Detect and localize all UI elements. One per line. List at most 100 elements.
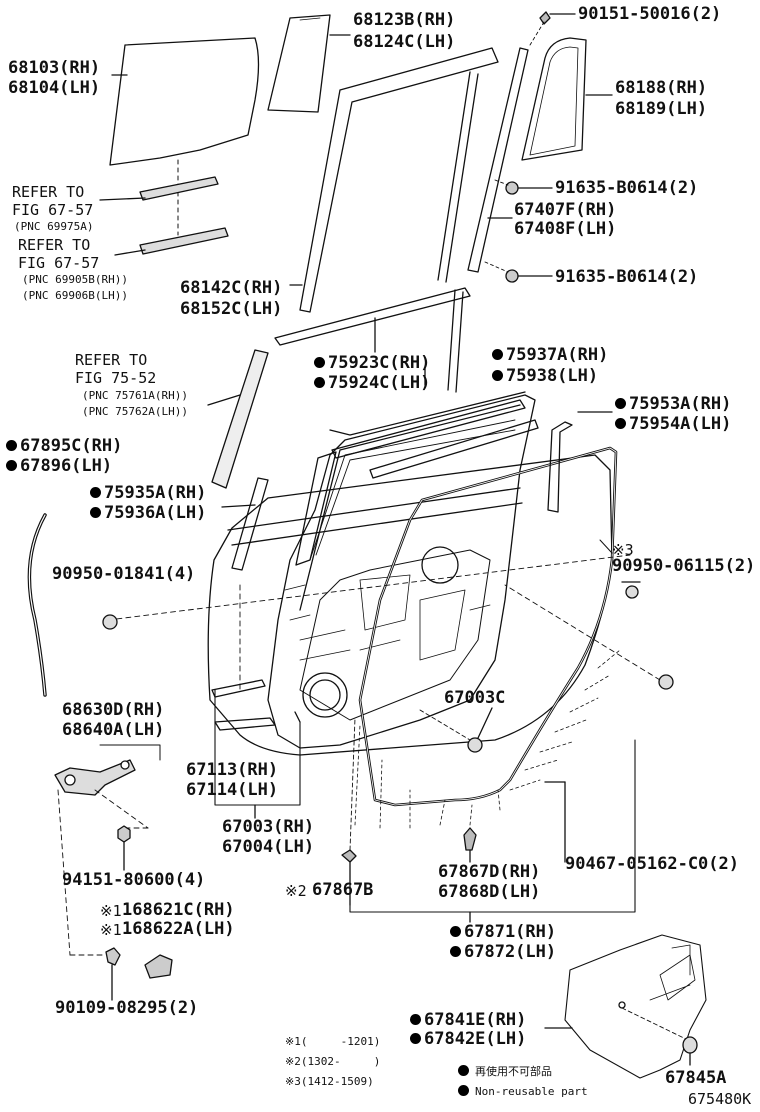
ref3-pnc2: (PNC 75762A(LH))	[82, 405, 188, 418]
weatherstrip-belt	[139, 176, 219, 201]
weatherstrip-hatching	[354, 649, 621, 829]
part-67003: 67003(RH)	[222, 817, 315, 837]
figure-code: 675480K	[688, 1090, 752, 1108]
part-68152: 68152C(LH)	[180, 299, 283, 319]
clip-91635-a	[505, 181, 519, 195]
door-glass	[109, 37, 260, 166]
part-67003c: 67003C	[444, 688, 506, 708]
part-75935: 75935A(RH)	[90, 485, 206, 502]
stopper-168621	[144, 954, 173, 979]
part-75924: 75924C(LH)	[314, 375, 430, 392]
ref2-pnc1: (PNC 69905B(RH))	[22, 273, 128, 286]
part-75954: 75954A(LH)	[615, 416, 731, 433]
part-91635-b: 91635-B0614(2)	[555, 267, 699, 287]
note-mark-1b: ※1	[100, 921, 122, 939]
part-67841: 67841E(RH)	[410, 1012, 526, 1029]
clip-90950-a	[102, 614, 118, 630]
part-67867b: 67867B	[312, 880, 374, 900]
nonreusable-dot-icon	[458, 1085, 469, 1096]
moulding-75935	[231, 477, 269, 571]
ref2-line1: REFER TO	[18, 236, 91, 254]
speaker-hole	[302, 672, 348, 718]
part-91635-a: 91635-B0614(2)	[555, 178, 699, 198]
leader-line	[114, 249, 146, 256]
part-68124: 68124C(LH)	[353, 32, 456, 52]
part-168622: 168622A(LH)	[122, 919, 235, 939]
door-inner-frame	[299, 391, 526, 611]
legend-nonreusable-en: Non-reusable part	[458, 1085, 588, 1097]
part-68103: 68103(RH)	[8, 58, 101, 78]
leader-line	[221, 504, 256, 508]
nut-94151	[117, 825, 131, 843]
part-68630: 68630D(RH)	[62, 700, 165, 720]
glass-run	[299, 47, 499, 313]
part-68123: 68123B(RH)	[353, 10, 456, 30]
lower-weatherstrip-2	[211, 679, 266, 698]
glass-run-front	[295, 451, 337, 566]
door-outer-panel	[207, 454, 613, 756]
door-weatherstrip	[358, 446, 618, 807]
part-67114: 67114(LH)	[186, 780, 279, 800]
clip-90950-b	[625, 585, 639, 599]
note-mark-2: ※2	[285, 882, 307, 900]
glass-run-lower	[274, 287, 471, 346]
part-68188: 68188(RH)	[615, 78, 708, 98]
door-trim-panel	[564, 934, 707, 1079]
fixed-glass	[521, 37, 587, 161]
clip-67867b	[341, 849, 357, 863]
legend-note-2: ※2(1302- )	[285, 1055, 381, 1068]
part-67871: 67871(RH)	[450, 924, 556, 941]
division-bar	[467, 47, 529, 273]
belt-moulding-outer	[331, 399, 526, 459]
part-75953: 75953A(RH)	[615, 396, 731, 413]
part-68640: 68640A(LH)	[62, 720, 165, 740]
cap-67845a	[682, 1036, 698, 1054]
part-67004: 67004(LH)	[222, 837, 315, 857]
part-168621: 168621C(RH)	[122, 900, 235, 920]
ref1-pnc: (PNC 69975A)	[14, 220, 94, 233]
ref1-line2: FIG 67-57	[12, 201, 94, 219]
weatherstrip-belt-2	[139, 227, 229, 255]
door-belt-line	[227, 487, 523, 546]
part-75936: 75936A(LH)	[90, 505, 206, 522]
bracket-67113	[214, 689, 301, 806]
part-94151: 94151-80600(4)	[62, 870, 206, 890]
ref1-line1: REFER TO	[12, 183, 85, 201]
leader-line	[99, 197, 146, 201]
legend-nonreusable-jp: 再使用不可部品	[458, 1065, 552, 1077]
quarter-glass	[267, 14, 331, 113]
frame-moulding	[211, 349, 269, 489]
screw-90151	[539, 11, 551, 25]
part-90151: 90151-50016(2)	[578, 4, 722, 24]
clip-90950-c	[658, 674, 674, 690]
plug-67003c	[467, 737, 483, 753]
part-90109: 90109-08295(2)	[55, 998, 199, 1018]
clip-67867d	[463, 827, 477, 851]
part-67868d: 67868D(LH)	[438, 882, 541, 902]
part-75938: 75938(LH)	[492, 368, 598, 385]
bracket-67871	[349, 739, 636, 913]
weatherstrip-75953	[547, 421, 573, 513]
lower-weatherstrip	[214, 717, 276, 731]
note-mark-1a: ※1	[100, 902, 122, 920]
door-check	[54, 759, 136, 796]
ref2-line2: FIG 67-57	[18, 254, 100, 272]
part-68189: 68189(LH)	[615, 99, 708, 119]
part-67113: 67113(RH)	[186, 760, 279, 780]
part-67407: 67407F(RH)	[514, 200, 617, 220]
part-68142: 68142C(RH)	[180, 278, 283, 298]
part-75923: 75923C(RH)	[314, 355, 430, 372]
window-regulator	[299, 549, 491, 721]
part-90467: 90467-05162-C0(2)	[565, 854, 739, 874]
glass-run-inner	[437, 71, 479, 283]
legend-note-1: ※1( -1201)	[285, 1035, 381, 1048]
service-hole	[421, 546, 459, 584]
ref2-pnc2: (PNC 69906B(LH))	[22, 289, 128, 302]
part-90950-b: 90950-06115(2)	[612, 556, 756, 576]
legend-note-3: ※3(1412-1509)	[285, 1075, 374, 1088]
ref3-line1: REFER TO	[75, 351, 148, 369]
leader-line	[207, 394, 241, 406]
note-mark-3: ※3	[612, 541, 634, 559]
part-67845a: 67845A	[665, 1068, 727, 1088]
